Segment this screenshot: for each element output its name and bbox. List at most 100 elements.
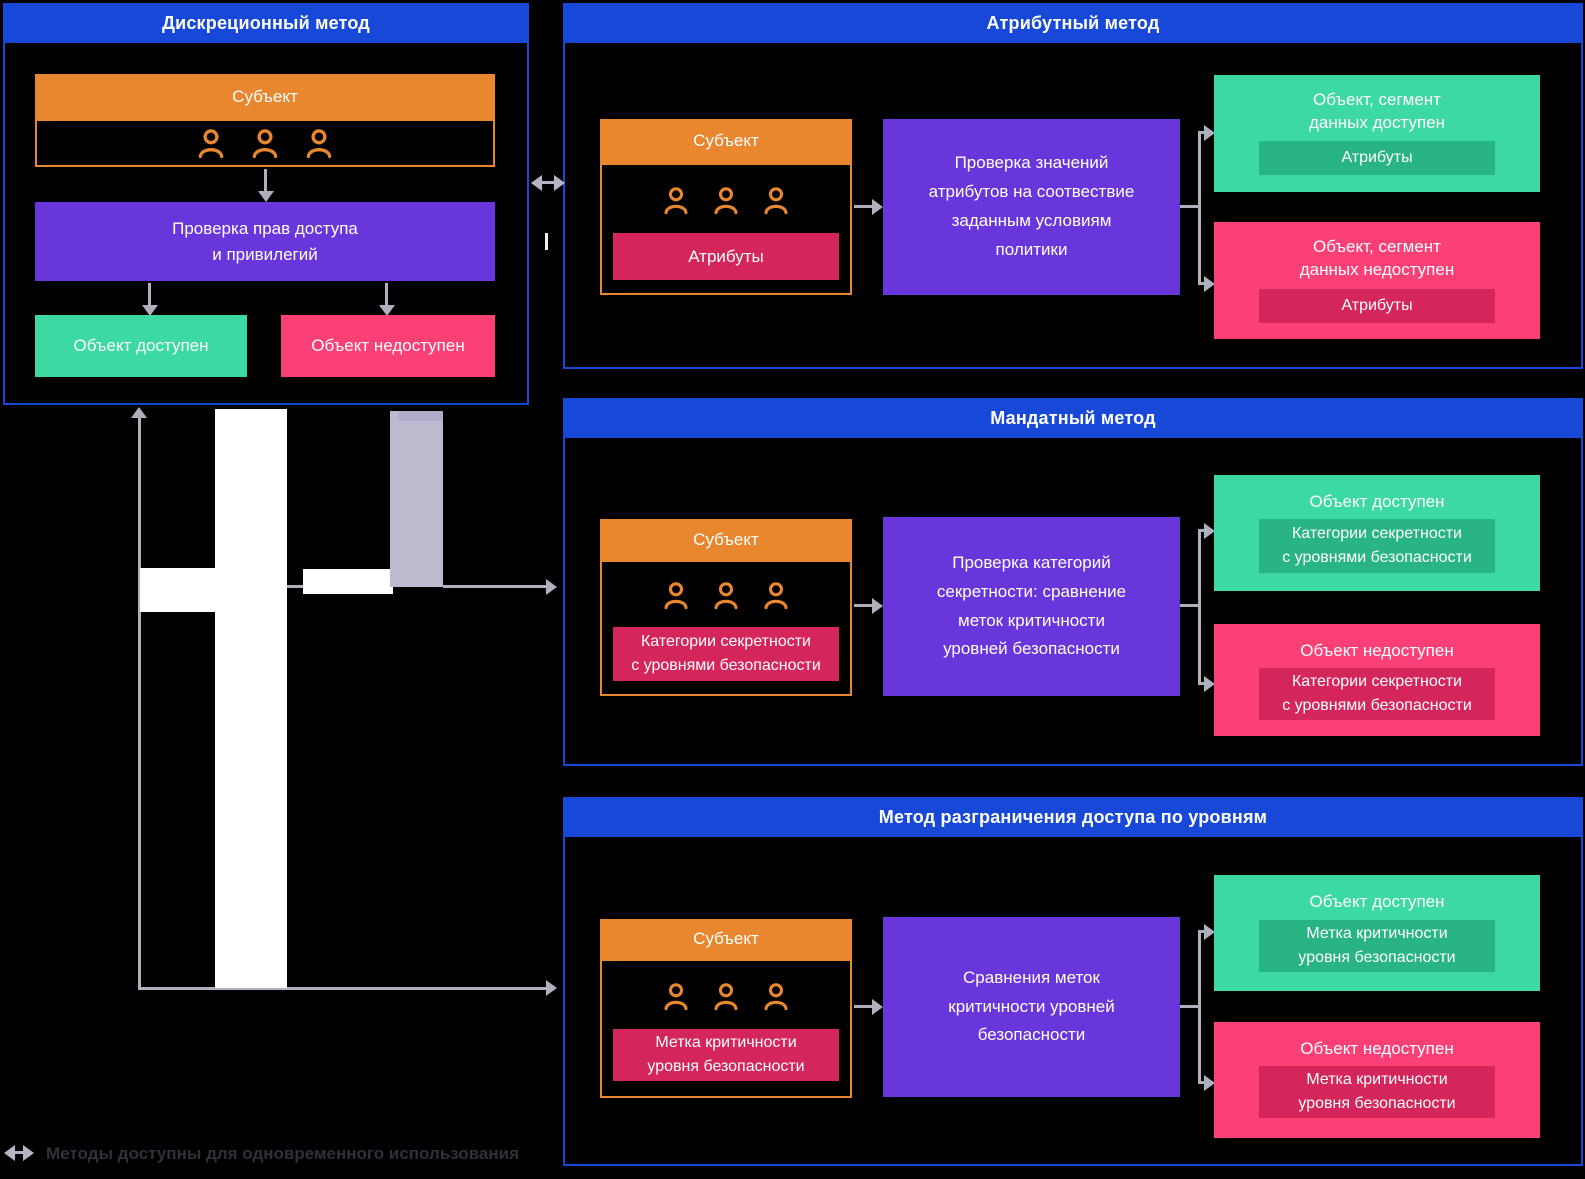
double-arrow-line xyxy=(540,181,556,184)
panel-header: Дискреционный метод xyxy=(3,3,529,43)
person-icon xyxy=(714,983,738,1011)
arrow-right-head xyxy=(546,980,557,996)
panel-mandatory-method: Мандатный метод Субъект Категории секрет… xyxy=(563,398,1583,766)
arrow-to-mandatory-line xyxy=(443,585,548,588)
arrow-subject-to-process xyxy=(854,205,874,208)
connector-stub xyxy=(1180,205,1198,208)
panel-header: Атрибутный метод xyxy=(563,3,1583,43)
connector-branch xyxy=(1198,131,1201,285)
arrow-right-head xyxy=(1204,676,1215,692)
person-icon xyxy=(664,582,688,610)
subject-header: Субъект xyxy=(600,919,852,959)
subject-body: Категории секретности с уровнями безопас… xyxy=(600,560,852,696)
person-icon xyxy=(764,582,788,610)
result-denied-box: Объект недоступен xyxy=(281,315,495,377)
result-denied-box: Объект недоступен Метка критичности уров… xyxy=(1214,1022,1540,1138)
arrow-right-head xyxy=(1204,523,1215,539)
arrow-to-allowed xyxy=(148,283,151,305)
panel-title: Атрибутный метод xyxy=(986,12,1160,33)
panel-title: Метод разграничения доступа по уровням xyxy=(878,806,1268,827)
process-box: Проверка значений атрибутов на соотвеств… xyxy=(883,119,1180,295)
arrow-to-denied xyxy=(385,283,388,305)
users-icons xyxy=(602,977,850,1017)
arrow-right-head xyxy=(1204,125,1215,141)
double-arrow-right-head xyxy=(554,175,565,191)
person-icon xyxy=(764,187,788,215)
users-icons xyxy=(37,127,493,161)
connector-white-bar xyxy=(215,409,287,988)
connector-lavender-bar xyxy=(390,411,443,587)
connector-top xyxy=(1198,529,1206,532)
panel-levels-method: Метод разграничения доступа по уровням С… xyxy=(563,797,1583,1166)
arrow-right-head xyxy=(872,199,883,215)
connector-short-line xyxy=(287,585,303,588)
person-icon xyxy=(714,187,738,215)
double-arrow-icon xyxy=(4,1145,15,1161)
result-denied-title: Объект, сегмент данных недоступен xyxy=(1299,237,1455,279)
process-box: Проверка прав доступа и привилегий xyxy=(35,202,495,281)
subject-body: Атрибуты xyxy=(600,163,852,295)
panel-header: Метод разграничения доступа по уровням xyxy=(563,797,1583,837)
subject-attributes-box: Категории секретности с уровнями безопас… xyxy=(613,627,839,681)
process-box: Проверка категорий секретности: сравнени… xyxy=(883,517,1180,696)
panel-attribute-method: Атрибутный метод Субъект Атрибуты Провер… xyxy=(563,3,1583,369)
users-icons xyxy=(602,576,850,616)
process-box: Сравнения меток критичности уровней безо… xyxy=(883,917,1180,1097)
result-denied-title: Объект недоступен xyxy=(1300,641,1454,660)
connector-stub xyxy=(1180,604,1198,607)
result-denied-attributes-box: Метка критичности уровня безопасности xyxy=(1259,1066,1495,1118)
subject-header: Субъект xyxy=(35,74,495,119)
person-icon xyxy=(198,129,224,159)
connector-vertical-line xyxy=(138,417,141,989)
panel-title: Мандатный метод xyxy=(990,407,1156,428)
arrow-subject-to-process xyxy=(854,604,874,607)
double-arrow-left-head xyxy=(531,175,542,191)
subject-body xyxy=(35,119,495,167)
result-allowed-box: Объект доступен Категории секретности с … xyxy=(1214,475,1540,591)
connector-white-rect xyxy=(303,569,393,594)
connector-branch xyxy=(1198,930,1201,1084)
panel-title: Дискреционный метод xyxy=(162,12,370,33)
person-icon xyxy=(664,983,688,1011)
result-allowed-title: Объект доступен xyxy=(1309,492,1445,511)
person-icon xyxy=(306,129,332,159)
arrow-subject-to-process xyxy=(854,1005,874,1008)
subject-attributes-box: Атрибуты xyxy=(613,233,839,280)
connector-lavender-bar-top xyxy=(398,411,443,421)
arrow-right-head xyxy=(872,999,883,1015)
person-icon xyxy=(764,983,788,1011)
legend-label: Методы доступны для одновременного испол… xyxy=(46,1144,520,1163)
connector-bottom xyxy=(1198,1081,1206,1084)
result-denied-attributes-box: Категории секретности с уровнями безопас… xyxy=(1259,668,1495,720)
result-allowed-attributes-box: Метка критичности уровня безопасности xyxy=(1259,920,1495,972)
result-allowed-title: Объект, сегмент данных доступен xyxy=(1309,90,1445,132)
subject-header: Субъект xyxy=(600,119,852,163)
connector-bottom xyxy=(1198,682,1206,685)
result-denied-box: Объект, сегмент данных недоступен Атрибу… xyxy=(1214,222,1540,339)
connector-top xyxy=(1198,930,1206,933)
connector-top xyxy=(1198,131,1206,134)
connector-horizontal-line xyxy=(138,987,548,990)
panel-header: Мандатный метод xyxy=(563,398,1583,438)
arrow-up-head xyxy=(131,407,147,418)
arrow-right-head xyxy=(1204,1075,1215,1091)
result-allowed-attributes-box: Атрибуты xyxy=(1259,141,1495,175)
panel-discretionary-method: Дискреционный метод Субъект Проверка пра… xyxy=(3,3,529,405)
connector-bottom xyxy=(1198,282,1206,285)
result-allowed-box: Объект доступен xyxy=(35,315,247,377)
connector-tick xyxy=(545,233,548,250)
result-denied-title: Объект недоступен xyxy=(1300,1039,1454,1058)
result-denied-attributes-box: Атрибуты xyxy=(1259,289,1495,323)
subject-header: Субъект xyxy=(600,519,852,560)
arrow-right-head xyxy=(1204,924,1215,940)
connector-branch xyxy=(1198,529,1201,685)
arrow-down-head xyxy=(379,305,395,316)
arrow-down-head xyxy=(258,191,274,202)
connector-stub xyxy=(1180,1005,1198,1008)
person-icon xyxy=(664,187,688,215)
result-allowed-box: Объект, сегмент данных доступен Атрибуты xyxy=(1214,75,1540,192)
result-allowed-title: Объект доступен xyxy=(1309,892,1445,911)
arrow-right-head xyxy=(1204,276,1215,292)
result-allowed-box: Объект доступен Метка критичности уровня… xyxy=(1214,875,1540,991)
